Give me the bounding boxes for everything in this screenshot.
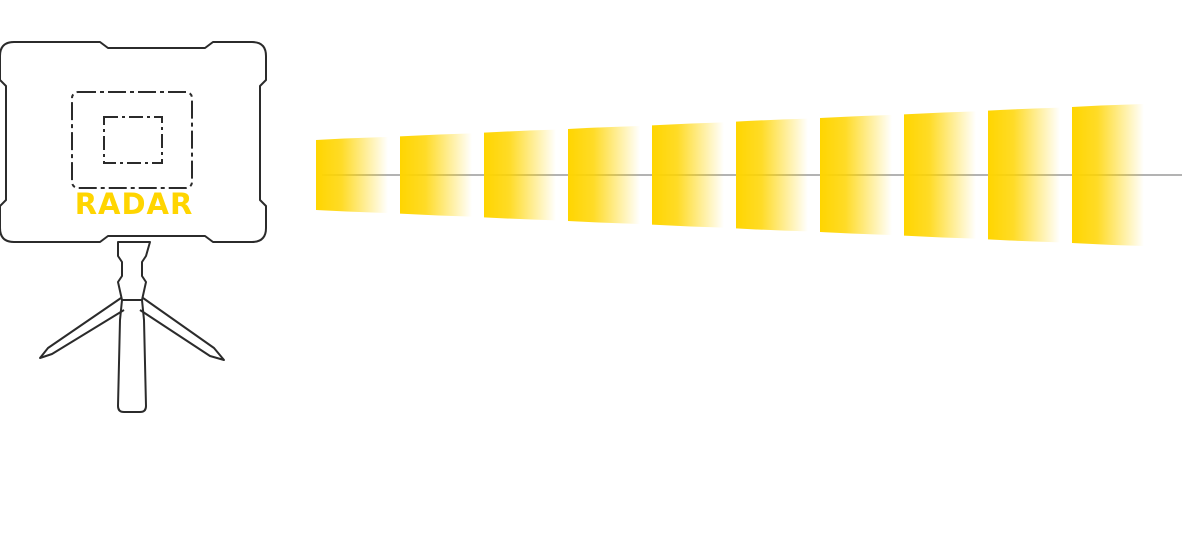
radar-pulse bbox=[1072, 104, 1144, 246]
radar-device: RADAR bbox=[0, 41, 267, 413]
radar-label: RADAR bbox=[75, 187, 194, 221]
radar-pulse bbox=[652, 122, 724, 228]
tripod-right-leg bbox=[139, 297, 225, 361]
radar-pulse bbox=[400, 133, 472, 217]
radar-pulse bbox=[316, 137, 388, 213]
tripod-mount bbox=[117, 241, 151, 301]
tripod-center-leg bbox=[117, 299, 147, 413]
radar-housing-outline bbox=[0, 41, 267, 243]
radar-pulses bbox=[316, 104, 1144, 246]
radar-pulse bbox=[904, 111, 976, 239]
radar-pulse bbox=[736, 118, 808, 232]
antenna-window-inner bbox=[103, 116, 163, 164]
radar-pulse bbox=[988, 107, 1060, 243]
antenna-window-outer bbox=[71, 91, 193, 189]
tripod-left-leg bbox=[39, 297, 125, 359]
radar-pulse bbox=[484, 129, 556, 221]
radar-pulse bbox=[820, 115, 892, 235]
radar-pulse bbox=[568, 126, 640, 224]
